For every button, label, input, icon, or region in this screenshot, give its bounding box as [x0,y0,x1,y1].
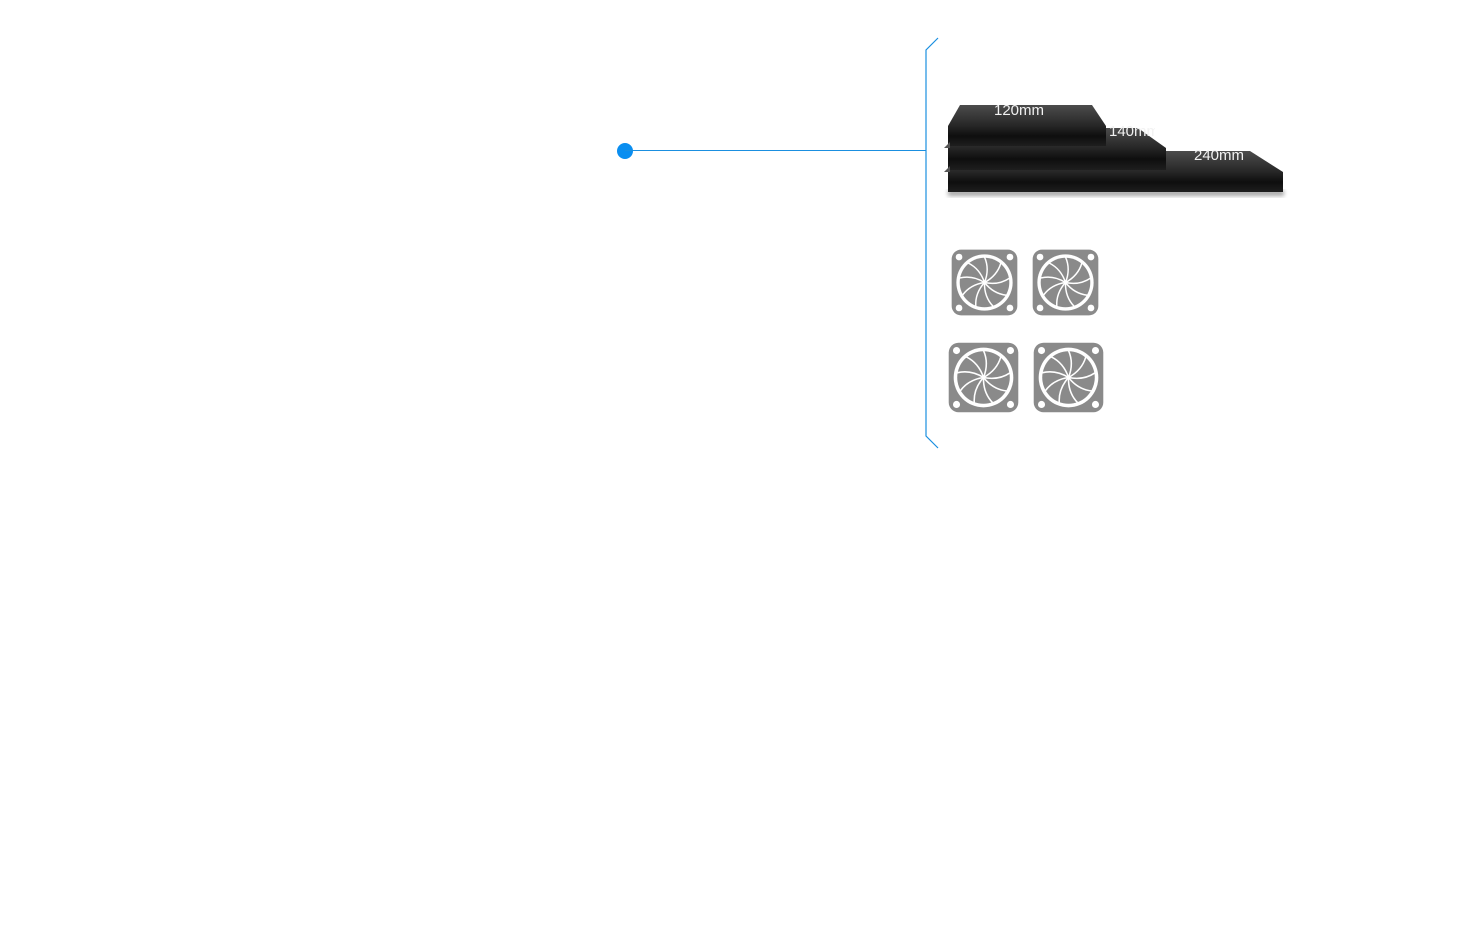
fan-icon[interactable] [948,342,1019,413]
connector-handle[interactable] [617,143,633,159]
fan-icon[interactable] [1033,342,1104,413]
fan-icon[interactable] [951,249,1018,316]
connector-line [625,150,926,151]
radiator-label-120mm: 120mm [994,102,1045,119]
radiator-label-140mm: 140mm [1109,124,1155,139]
bracket-divider [925,37,939,449]
fan-icon[interactable] [1032,249,1099,316]
radiator-label-240mm: 240mm [1194,147,1245,164]
radiator-stack [944,105,1284,196]
radiator-120mm[interactable] [944,105,1106,148]
